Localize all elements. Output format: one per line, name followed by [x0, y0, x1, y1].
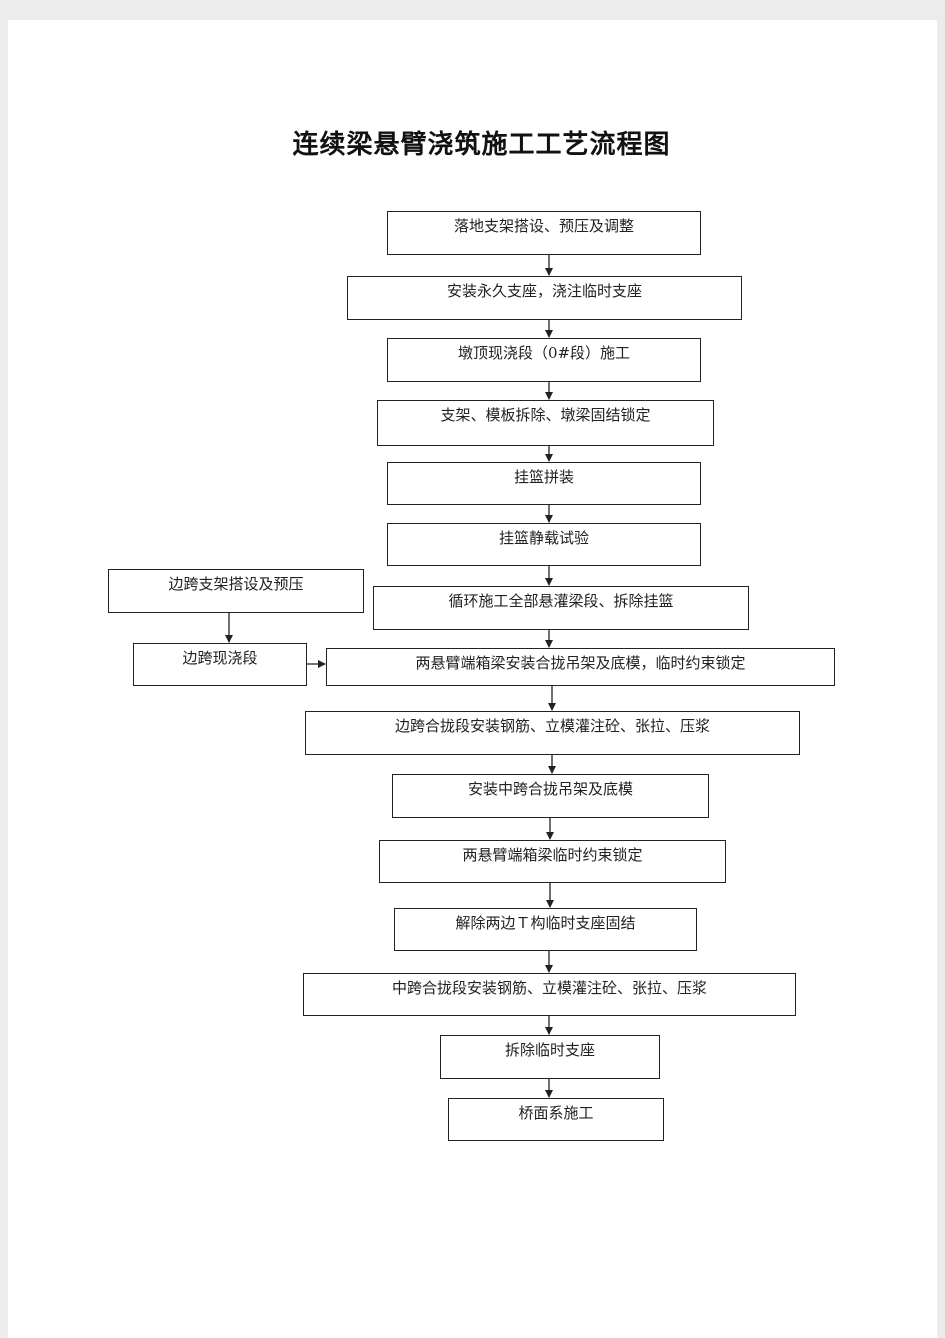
- step-7-label: 循环施工全部悬灌梁段、拆除挂篮: [448, 592, 674, 610]
- step-12-box: 解除两边Ｔ构临时支座固结: [394, 908, 697, 951]
- step-10-box: 安装中跨合拢吊架及底模: [392, 774, 709, 818]
- step-1-box: 落地支架搭设、预压及调整: [387, 211, 701, 255]
- step-2-label: 安装永久支座，浇注临时支座: [446, 282, 642, 300]
- side-step-1-label: 边跨支架搭设及预压: [168, 575, 304, 593]
- step-8-box: 两悬臂端箱梁安装合拢吊架及底模，临时约束锁定: [326, 648, 835, 686]
- side-step-1-box: 边跨支架搭设及预压: [108, 569, 364, 613]
- step-3-box: 墩顶现浇段（0#段）施工: [387, 338, 701, 382]
- step-5-box: 挂篮拼装: [387, 462, 701, 505]
- step-11-label: 两悬臂端箱梁临时约束锁定: [462, 846, 643, 864]
- step-11-box: 两悬臂端箱梁临时约束锁定: [379, 840, 726, 883]
- side-step-2-box: 边跨现浇段: [133, 643, 307, 686]
- step-4-box: 支架、模板拆除、墩梁固结锁定: [377, 400, 714, 446]
- diagram-title: 连续梁悬臂浇筑施工工艺流程图: [292, 130, 671, 160]
- step-9-box: 边跨合拢段安装钢筋、立模灌注砼、张拉、压浆: [305, 711, 800, 755]
- step-13-box: 中跨合拢段安装钢筋、立模灌注砼、张拉、压浆: [303, 973, 796, 1016]
- side-step-2-label: 边跨现浇段: [182, 649, 258, 667]
- step-4-label: 支架、模板拆除、墩梁固结锁定: [440, 406, 651, 424]
- step-1-label: 落地支架搭设、预压及调整: [453, 217, 634, 235]
- step-6-label: 挂篮静载试验: [498, 529, 589, 547]
- step-9-label: 边跨合拢段安装钢筋、立模灌注砼、张拉、压浆: [394, 717, 710, 735]
- step-7-box: 循环施工全部悬灌梁段、拆除挂篮: [373, 586, 749, 630]
- step-2-box: 安装永久支座，浇注临时支座: [347, 276, 742, 320]
- step-3-label: 墩顶现浇段（0#段）施工: [457, 344, 631, 362]
- step-13-label: 中跨合拢段安装钢筋、立模灌注砼、张拉、压浆: [391, 979, 707, 997]
- step-5-label: 挂篮拼装: [513, 468, 574, 486]
- step-10-label: 安装中跨合拢吊架及底模: [467, 780, 633, 798]
- step-15-box: 桥面系施工: [448, 1098, 664, 1141]
- step-14-box: 拆除临时支座: [440, 1035, 660, 1079]
- step-12-label: 解除两边Ｔ构临时支座固结: [455, 914, 636, 932]
- step-6-box: 挂篮静载试验: [387, 523, 701, 566]
- step-8-label: 两悬臂端箱梁安装合拢吊架及底模，临时约束锁定: [415, 654, 746, 672]
- step-15-label: 桥面系施工: [518, 1104, 594, 1122]
- step-14-label: 拆除临时支座: [504, 1041, 595, 1059]
